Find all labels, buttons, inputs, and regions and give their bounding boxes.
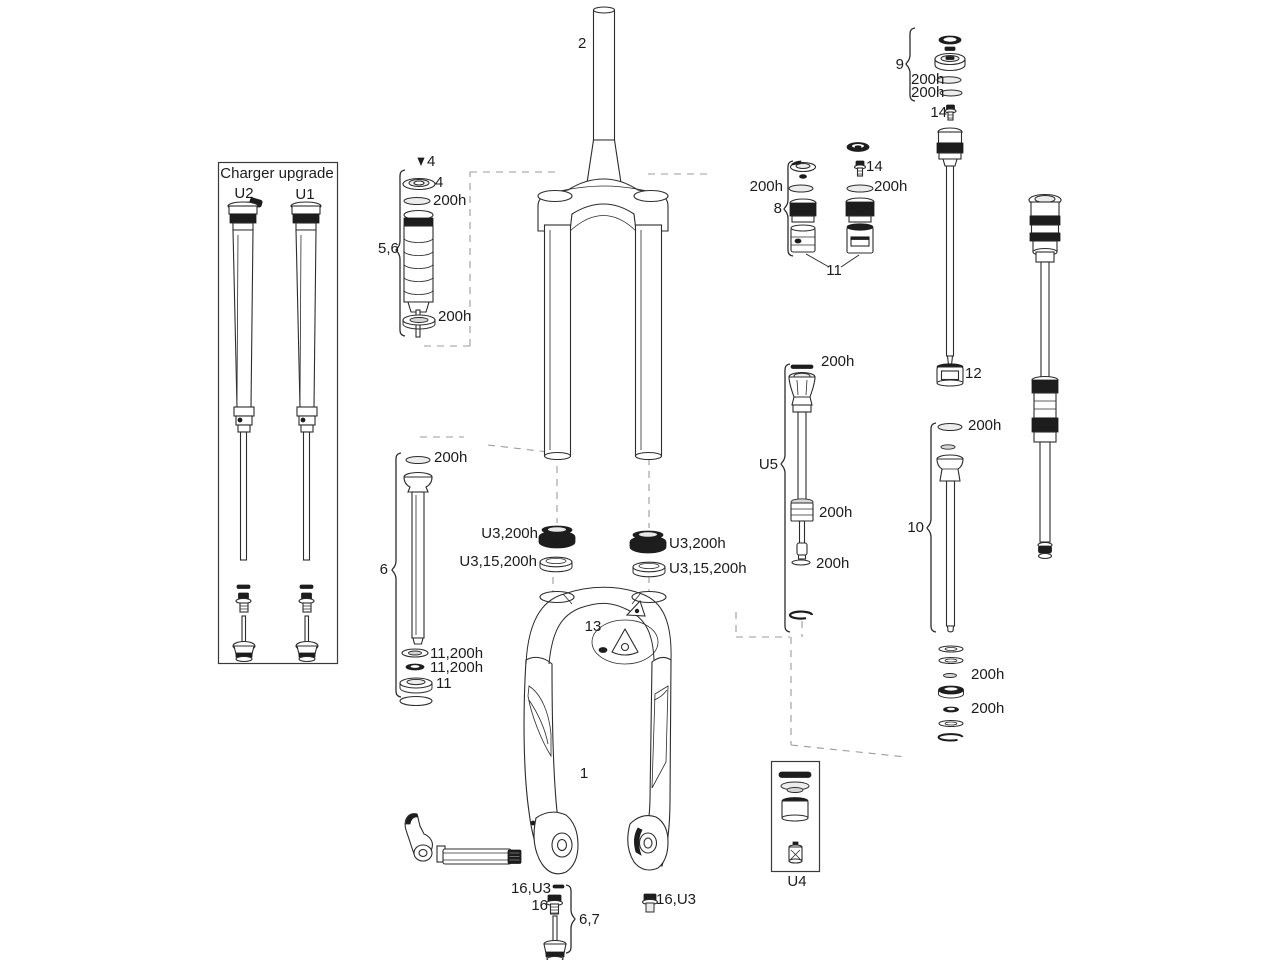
charger-upgrade-box: [217, 161, 339, 665]
dust-seals-drawing: [538, 525, 667, 578]
charger-damper-u1-drawing: [290, 201, 322, 663]
charger-damper-u2-drawing: [227, 197, 263, 663]
seal-head-group-8-drawing: [788, 142, 875, 268]
brace-10: [926, 422, 937, 633]
brace-9: [905, 27, 916, 102]
complete-damper-assembly-drawing: [1028, 193, 1062, 560]
lower-seal-stack-drawing: [937, 645, 964, 742]
brace-6-7: [565, 884, 576, 954]
crown-steerer-unit-drawing: [537, 6, 669, 461]
brace-8: [783, 160, 794, 257]
shaft-group-10-drawing: [936, 423, 964, 633]
lower-legs-drawing: [523, 586, 672, 875]
brace-6: [391, 452, 402, 698]
circlip-drawing: [788, 610, 814, 620]
group-braces: [391, 27, 937, 954]
bottom-bolt-group-6-7-drawing: [543, 884, 567, 960]
u4-box: [770, 760, 821, 873]
top-cap-group-9-drawing: [934, 35, 966, 121]
thru-axle-drawing: [404, 813, 522, 865]
air-spring-group-5-6-drawing: [402, 157, 436, 338]
brace-5-6: [395, 169, 406, 337]
air-shaft-u5-drawing: [788, 364, 816, 566]
damper-shaft-12-drawing: [936, 127, 964, 387]
bottom-bolt-right-drawing: [641, 893, 659, 913]
air-shaft-group-6-drawing: [399, 456, 433, 707]
brace-u5: [780, 363, 791, 633]
